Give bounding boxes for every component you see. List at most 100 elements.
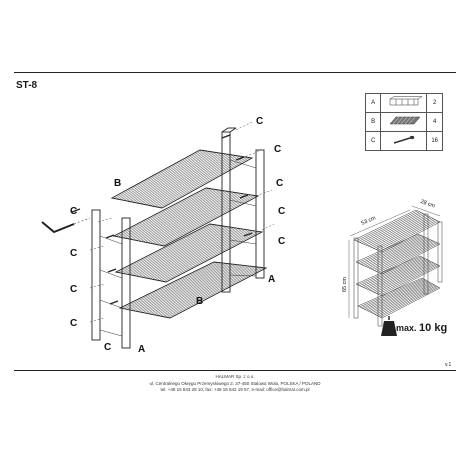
shelf-slat xyxy=(379,220,439,252)
shelf-slat xyxy=(147,228,244,279)
depth-dimension: 28 cm xyxy=(420,199,437,210)
shelf-slat xyxy=(159,195,254,246)
shelf-slat xyxy=(357,234,420,264)
shelf-slat xyxy=(118,224,213,273)
front-frame xyxy=(91,209,131,349)
footer: HALMAR Sp. z o.o. ul. Centralnego Okręgu… xyxy=(0,374,470,394)
shelf-slat xyxy=(367,238,428,268)
shelf-slat xyxy=(127,152,217,202)
shelf-slat xyxy=(124,262,219,310)
side-frame-icon xyxy=(380,93,428,113)
shelf-slat xyxy=(363,279,426,309)
shelf-slat xyxy=(369,216,430,248)
shelf-slat xyxy=(134,191,228,241)
shelf-slat xyxy=(368,282,430,312)
shelf-slat xyxy=(372,262,433,292)
shelf-slat xyxy=(118,188,211,238)
shelf-slat xyxy=(369,282,432,313)
shelf-slat xyxy=(159,157,250,208)
shelf-slat xyxy=(136,227,232,277)
shelf-slat xyxy=(122,262,217,309)
shelf-slat xyxy=(120,188,214,238)
shelf-slat xyxy=(122,224,218,274)
shelf-slat xyxy=(359,257,423,286)
shelf-slat xyxy=(143,192,237,243)
shelf-slat xyxy=(143,154,234,205)
shelf-slat xyxy=(125,151,215,201)
shelf-slat xyxy=(128,262,224,311)
shelf-slat xyxy=(368,260,431,291)
shelf-slat xyxy=(148,155,238,206)
shelf-slat xyxy=(378,286,438,317)
shelf-slat xyxy=(145,155,236,206)
shelf-slat xyxy=(131,226,227,276)
shelf-slat xyxy=(370,239,431,270)
shelf-slat xyxy=(123,151,212,201)
shelf-slat xyxy=(125,189,218,239)
shelf-slat xyxy=(147,193,242,244)
shelf-slat xyxy=(375,219,435,250)
shelf-slat xyxy=(366,281,429,311)
shelf-slat xyxy=(152,156,243,207)
shelf-slat xyxy=(131,263,226,311)
callout-c: C xyxy=(278,206,285,217)
shelf-slat xyxy=(376,241,436,272)
shelf-slat xyxy=(127,189,221,239)
shelf-slat xyxy=(370,261,432,292)
shelf-slat xyxy=(373,284,434,314)
callout-b: B xyxy=(114,178,121,189)
shelf-slat xyxy=(145,228,241,279)
callout-c: C xyxy=(274,144,281,155)
shelf-slat xyxy=(357,256,422,286)
shelf-slat xyxy=(155,156,246,207)
shelf-slat xyxy=(152,229,248,280)
callout-c: C xyxy=(70,206,77,217)
shelf-slat xyxy=(129,225,225,275)
shelf-slat xyxy=(120,224,215,274)
shelf-slat xyxy=(144,264,241,314)
shelf-slat xyxy=(163,231,260,282)
shelf-slat xyxy=(378,242,437,273)
parts-row-a: A 2 xyxy=(364,93,443,113)
allen-key-icon xyxy=(41,217,91,234)
shelf-2 xyxy=(112,187,260,247)
shelf-slat xyxy=(363,214,425,245)
shelf-slat xyxy=(130,152,220,202)
shelf-slat xyxy=(136,191,230,241)
shelf-slat xyxy=(361,213,423,244)
shelf-slat xyxy=(151,265,248,315)
shelf-slat xyxy=(380,265,439,296)
shelf-slat xyxy=(365,214,427,246)
shelf-slat xyxy=(361,235,423,265)
shelf-slat xyxy=(129,190,223,240)
shelf-1 xyxy=(110,149,254,209)
shelf-slat xyxy=(359,278,424,308)
shelf-slat xyxy=(122,189,216,239)
shelf-slat xyxy=(167,267,264,318)
company-address: ul. Centralnego Okręgu Przemysłowego 2, … xyxy=(149,380,321,386)
shelf-slat xyxy=(140,227,237,278)
company-contact: tel. +48 15 843 28 10, fax: +48 15 842 1… xyxy=(160,387,310,392)
company-name: HALMAR Sp. z o.o. xyxy=(215,374,255,379)
shelf-slat xyxy=(127,225,222,275)
shelf-slat xyxy=(374,240,434,271)
shelf-slat xyxy=(372,240,433,270)
max-load-prefix: max. xyxy=(396,323,417,333)
screw-icon xyxy=(380,131,428,151)
shelf-slat xyxy=(149,265,245,315)
shelf-slat xyxy=(156,266,252,316)
callout-c: C xyxy=(104,342,111,353)
part-letter: A xyxy=(364,93,382,113)
shelf-slat xyxy=(141,154,231,205)
callout-c: C xyxy=(276,178,283,189)
shelf-slat xyxy=(364,280,428,310)
dimension-drawing xyxy=(348,205,443,327)
shelf-4 xyxy=(118,261,268,319)
version-label: v.1 xyxy=(445,362,452,368)
shelf-slat xyxy=(157,157,248,208)
shelf-slat xyxy=(134,153,224,203)
shelf-slat xyxy=(154,194,249,245)
shelf-slat xyxy=(158,266,255,316)
shelf-slat xyxy=(135,263,231,312)
shelf-slat xyxy=(159,230,256,281)
